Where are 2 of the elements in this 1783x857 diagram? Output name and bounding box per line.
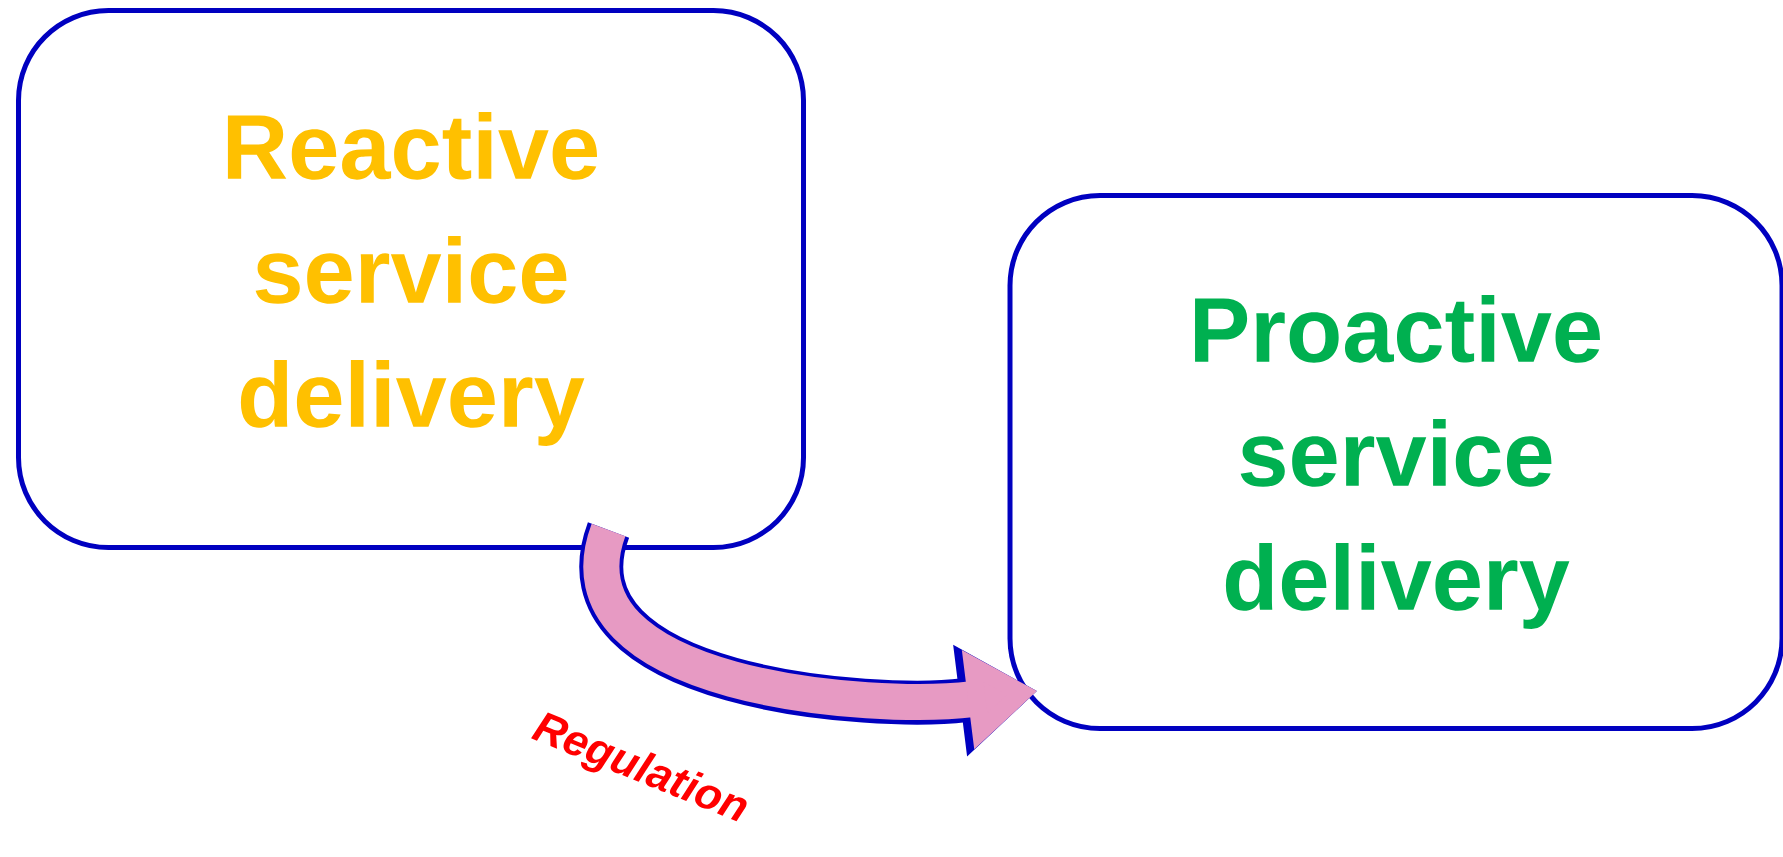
process-box: Proactive service delivery (1007, 193, 1783, 731)
process-box: Reactive service delivery (16, 8, 806, 550)
